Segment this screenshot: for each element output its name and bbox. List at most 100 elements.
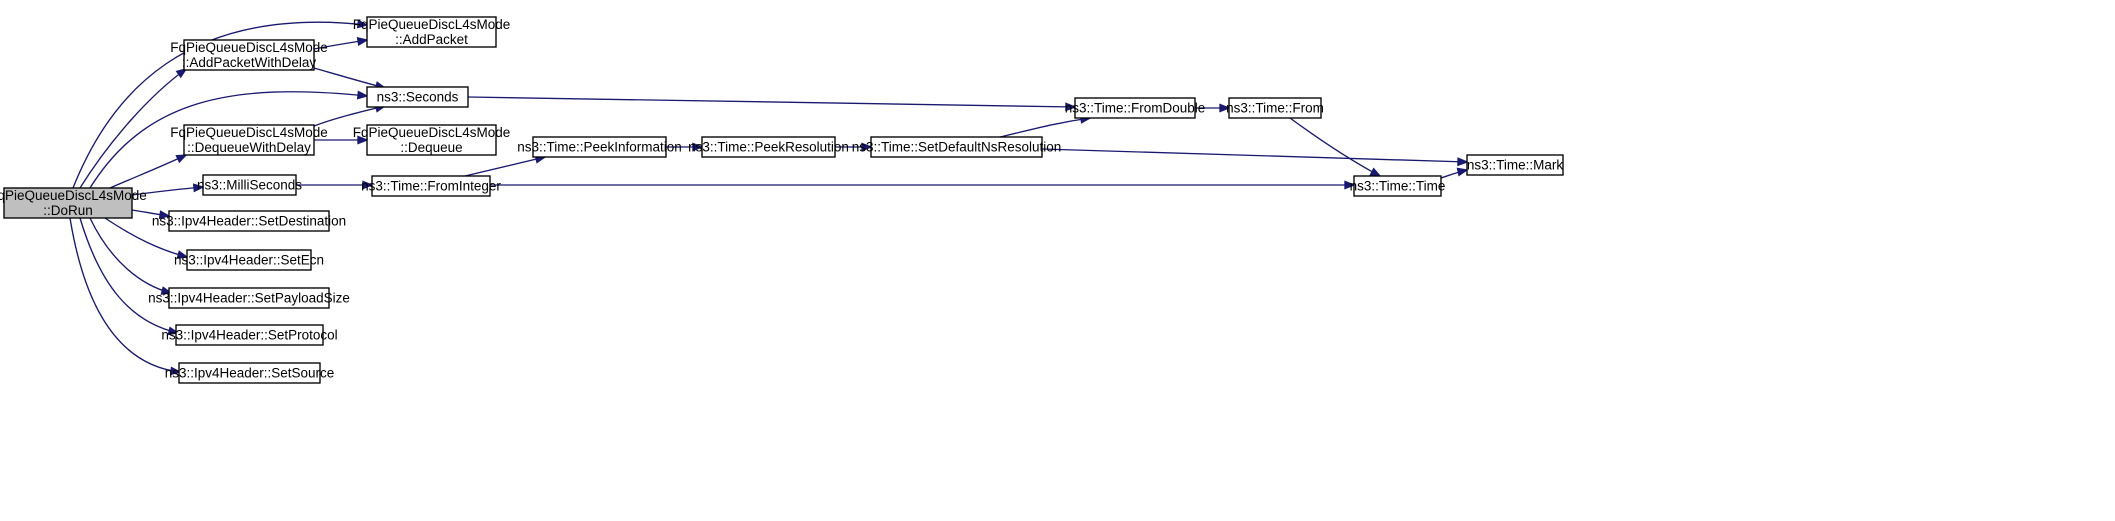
node-addpacket[interactable]: FqPieQueueDiscL4sMode::AddPacket (353, 16, 511, 48)
edge-line (72, 21, 368, 189)
node-label: ::DoRun (43, 203, 93, 218)
node-label: FqPieQueueDiscL4sMode (170, 125, 328, 140)
edge-line (999, 117, 1091, 138)
edge-setdefaultnsresolution-to-fromdouble (999, 114, 1092, 138)
node-label: ns3::Time::Time (1350, 179, 1446, 194)
node-box (178, 362, 321, 384)
node-label: ns3::Time::SetDefaultNsResolution (852, 140, 1062, 155)
edge-dorun-to-addpacketwithdelay (79, 67, 188, 189)
arrowhead-icon (362, 180, 374, 190)
node-setpayloadsize[interactable]: ns3::Ipv4Header::SetPayloadSize (148, 287, 350, 309)
node-label: ::AddPacketWithDelay (182, 55, 317, 70)
node-time[interactable]: ns3::Time::Time (1350, 175, 1446, 197)
edge-line (1041, 148, 1468, 163)
node-box (3, 187, 133, 219)
node-label: ns3::Ipv4Header::SetEcn (174, 253, 324, 268)
edge-time-to-mark (1440, 167, 1469, 179)
edge-dorun-to-setsource (69, 217, 182, 376)
edge-dorun-to-seconds (89, 90, 369, 189)
arrowhead-icon (158, 210, 171, 220)
node-fromdouble[interactable]: ns3::Time::FromDouble (1065, 97, 1206, 119)
node-dorun[interactable]: FqPieQueueDiscL4sMode::DoRun (0, 187, 147, 219)
node-setdestination[interactable]: ns3::Ipv4Header::SetDestination (152, 210, 346, 232)
node-setprotocol[interactable]: ns3::Ipv4Header::SetProtocol (161, 324, 338, 346)
node-label: FqPieQueueDiscL4sMode (0, 188, 147, 203)
edge-milliseconds-to-frominteger (296, 180, 374, 190)
node-box (175, 324, 324, 346)
arrowhead-icon (692, 142, 704, 152)
edge-dequeuewithdelay-to-dequeue (314, 135, 369, 145)
node-label: ::Dequeue (400, 140, 462, 155)
edge-seconds-to-fromdouble (467, 96, 1077, 112)
node-box (1466, 154, 1564, 176)
node-box (168, 210, 330, 232)
node-layer: FqPieQueueDiscL4sMode::DoRunFqPieQueueDi… (0, 16, 1564, 384)
node-label: ns3::Ipv4Header::SetProtocol (161, 328, 337, 343)
node-setsource[interactable]: ns3::Ipv4Header::SetSource (165, 362, 335, 384)
edge-line (313, 67, 386, 89)
edge-addpacketwithdelay-to-addpacket (313, 37, 369, 50)
node-dequeue[interactable]: FqPieQueueDiscL4sMode::Dequeue (353, 124, 511, 156)
node-peekinformation[interactable]: ns3::Time::PeekInformation (517, 136, 682, 158)
node-label: ns3::Time::FromInteger (361, 179, 501, 194)
node-label: ns3::Ipv4Header::SetPayloadSize (148, 291, 350, 306)
node-label: ns3::Time::From (1226, 101, 1324, 116)
node-box (366, 124, 497, 156)
node-milliseconds[interactable]: ns3::MilliSeconds (197, 174, 302, 196)
arrowhead-icon (175, 67, 188, 79)
arrowhead-icon (356, 90, 369, 100)
node-peekresolution[interactable]: ns3::Time::PeekResolution (688, 136, 849, 158)
node-box (1228, 97, 1322, 119)
node-seconds[interactable]: ns3::Seconds (366, 86, 469, 108)
node-box (168, 287, 330, 309)
edge-line (464, 156, 546, 177)
node-box (1074, 97, 1196, 119)
node-dequeuewithdelay[interactable]: FqPieQueueDiscL4sMode::DequeueWithDelay (170, 124, 328, 156)
edge-line (79, 68, 187, 189)
node-box (532, 136, 667, 158)
node-box (701, 136, 836, 158)
node-label: ns3::Time::PeekResolution (688, 140, 849, 155)
node-label: ::AddPacket (395, 32, 468, 47)
node-box (202, 174, 297, 196)
node-box (870, 136, 1043, 158)
edge-addpacketwithdelay-to-seconds (313, 67, 387, 90)
edge-layer (69, 19, 1469, 376)
node-label: ::DequeueWithDelay (187, 140, 311, 155)
arrowhead-icon (356, 37, 369, 46)
node-box (371, 175, 491, 197)
arrowhead-icon (175, 154, 188, 164)
edge-dorun-to-setprotocol (79, 217, 180, 336)
arrowhead-icon (169, 366, 182, 376)
edge-dorun-to-addpacket (72, 19, 369, 189)
arrowhead-icon (1065, 102, 1077, 112)
node-mark[interactable]: ns3::Time::Mark (1466, 154, 1564, 176)
edge-setdefaultnsresolution-to-mark (1041, 148, 1469, 167)
edge-line (89, 91, 368, 189)
node-from[interactable]: ns3::Time::From (1226, 97, 1324, 119)
arrowhead-icon (357, 135, 369, 145)
node-frominteger[interactable]: ns3::Time::FromInteger (361, 175, 501, 197)
node-addpacketwithdelay[interactable]: FqPieQueueDiscL4sMode::AddPacketWithDela… (170, 39, 328, 71)
node-label: ns3::Ipv4Header::SetSource (165, 366, 335, 381)
edge-frominteger-to-time (490, 180, 1356, 190)
node-setecn[interactable]: ns3::Ipv4Header::SetEcn (174, 249, 324, 271)
edge-line (69, 217, 181, 373)
edge-dorun-to-milliseconds (131, 183, 205, 196)
arrowhead-icon (1219, 103, 1231, 113)
node-label: FqPieQueueDiscL4sMode (170, 40, 328, 55)
arrowhead-icon (1457, 157, 1469, 167)
node-setdefaultnsresolution[interactable]: ns3::Time::SetDefaultNsResolution (852, 136, 1062, 158)
node-label: FqPieQueueDiscL4sMode (353, 125, 511, 140)
node-box (183, 124, 315, 156)
node-label: ns3::Time::Mark (1467, 158, 1564, 173)
edge-frominteger-to-peekinformation (464, 154, 547, 177)
edge-line (467, 96, 1076, 108)
node-box (366, 16, 497, 48)
edge-line (109, 154, 187, 189)
arrowhead-icon (1369, 167, 1382, 177)
node-box (183, 39, 315, 71)
edge-line (79, 217, 179, 334)
edge-dequeuewithdelay-to-seconds (313, 103, 387, 127)
